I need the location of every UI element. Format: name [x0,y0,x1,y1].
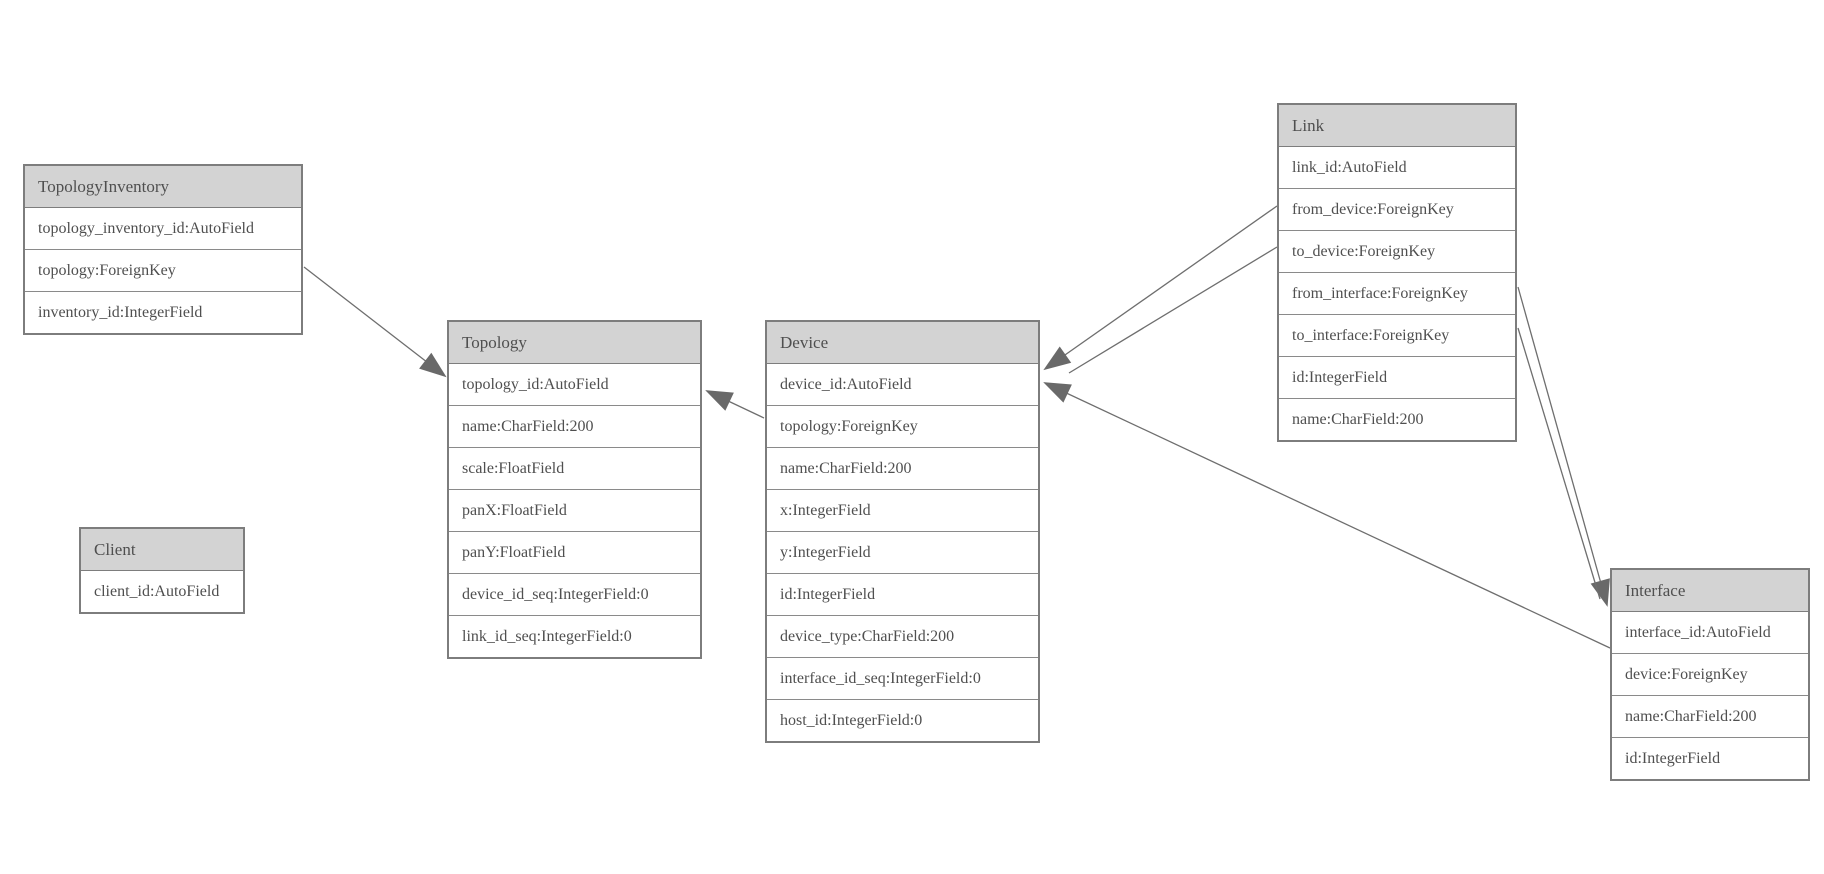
field-device-id-integer: id:IntegerField [767,574,1038,616]
field-link-from-device: from_device:ForeignKey [1279,189,1515,231]
field-client-id: client_id:AutoField [81,571,243,612]
field-panx: panX:FloatField [449,490,700,532]
field-topology-fk: topology:ForeignKey [25,250,301,292]
relation-topologyinventory-topology-line [303,266,447,378]
field-device-y: y:IntegerField [767,532,1038,574]
field-topology-id: topology_id:AutoField [449,364,700,406]
field-link-to-interface: to_interface:ForeignKey [1279,315,1515,357]
relation-link-from-interface-interface-line [1517,286,1610,607]
field-link-id-integer: id:IntegerField [1279,357,1515,399]
field-link-name: name:CharField:200 [1279,399,1515,440]
field-interface-name: name:CharField:200 [1612,696,1808,738]
field-interface-id: interface_id:AutoField [1612,612,1808,654]
entity-interface-title: Interface [1612,570,1808,612]
relation-link-to-device-device-line [1068,246,1278,374]
entity-device: Device device_id:AutoField topology:Fore… [765,320,1040,743]
field-scale: scale:FloatField [449,448,700,490]
relation-link-to-interface-interface-line [1517,327,1601,600]
relation-device-topology-line [705,390,765,419]
entity-link: Link link_id:AutoField from_device:Forei… [1277,103,1517,442]
field-link-to-device: to_device:ForeignKey [1279,231,1515,273]
field-interface-device-fk: device:ForeignKey [1612,654,1808,696]
field-device-x: x:IntegerField [767,490,1038,532]
entity-client-title: Client [81,529,243,571]
field-link-id-seq: link_id_seq:IntegerField:0 [449,616,700,657]
field-pany: panY:FloatField [449,532,700,574]
entity-device-title: Device [767,322,1038,364]
field-device-type: device_type:CharField:200 [767,616,1038,658]
field-topology-inventory-id: topology_inventory_id:AutoField [25,208,301,250]
entity-interface: Interface interface_id:AutoField device:… [1610,568,1810,781]
entity-link-title: Link [1279,105,1515,147]
entity-client: Client client_id:AutoField [79,527,245,614]
field-device-id: device_id:AutoField [767,364,1038,406]
field-device-topology-fk: topology:ForeignKey [767,406,1038,448]
field-device-id-seq: device_id_seq:IntegerField:0 [449,574,700,616]
entity-topology: Topology topology_id:AutoField name:Char… [447,320,702,659]
field-device-host-id: host_id:IntegerField:0 [767,700,1038,741]
entity-topology-title: Topology [449,322,700,364]
field-device-name: name:CharField:200 [767,448,1038,490]
relation-link-from-device-device-line [1043,205,1278,371]
field-interface-id-integer: id:IntegerField [1612,738,1808,779]
entity-topology-inventory-title: TopologyInventory [25,166,301,208]
field-link-id: link_id:AutoField [1279,147,1515,189]
entity-topology-inventory: TopologyInventory topology_inventory_id:… [23,164,303,335]
field-device-interface-id-seq: interface_id_seq:IntegerField:0 [767,658,1038,700]
field-name: name:CharField:200 [449,406,700,448]
field-link-from-interface: from_interface:ForeignKey [1279,273,1515,315]
field-inventory-id: inventory_id:IntegerField [25,292,301,333]
